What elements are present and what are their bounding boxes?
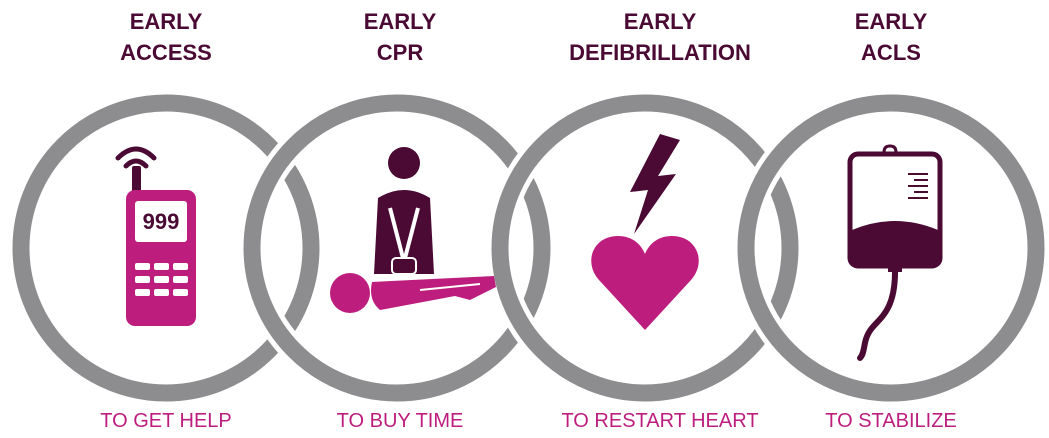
step-title-cpr: EARLY CPR bbox=[270, 6, 530, 68]
step-title-acls: EARLY ACLS bbox=[761, 6, 1021, 68]
step-title-line2: ACLS bbox=[861, 40, 921, 65]
step-title-line2: DEFIBRILLATION bbox=[569, 40, 751, 65]
cpr-rescuer-icon bbox=[330, 147, 496, 313]
phone-number: 999 bbox=[143, 209, 180, 234]
ring-3 bbox=[486, 89, 799, 407]
step-caption-acls: TO STABILIZE bbox=[825, 410, 957, 432]
mobile-phone-icon: 999 bbox=[115, 146, 196, 326]
step-title-access: EARLY ACCESS bbox=[36, 6, 296, 68]
step-title-line1: EARLY bbox=[854, 9, 928, 34]
step-title-defibrillation: EARLY DEFIBRILLATION bbox=[530, 6, 790, 68]
lightning-heart-icon bbox=[591, 134, 699, 330]
ring-2 bbox=[238, 89, 551, 407]
step-title-line1: EARLY bbox=[129, 9, 203, 34]
step-title-line1: EARLY bbox=[363, 9, 437, 34]
step-caption-cpr: TO BUY TIME bbox=[336, 410, 464, 432]
step-title-line2: ACCESS bbox=[120, 40, 212, 65]
step-caption-defibrillation: TO RESTART HEART bbox=[561, 410, 759, 432]
ring-4 bbox=[732, 89, 1045, 407]
ring-1 bbox=[12, 94, 320, 402]
step-title-line2: CPR bbox=[376, 40, 424, 65]
step-caption-access: TO GET HELP bbox=[100, 410, 232, 432]
step-title-line1: EARLY bbox=[623, 9, 697, 34]
iv-bag-icon bbox=[847, 144, 943, 361]
